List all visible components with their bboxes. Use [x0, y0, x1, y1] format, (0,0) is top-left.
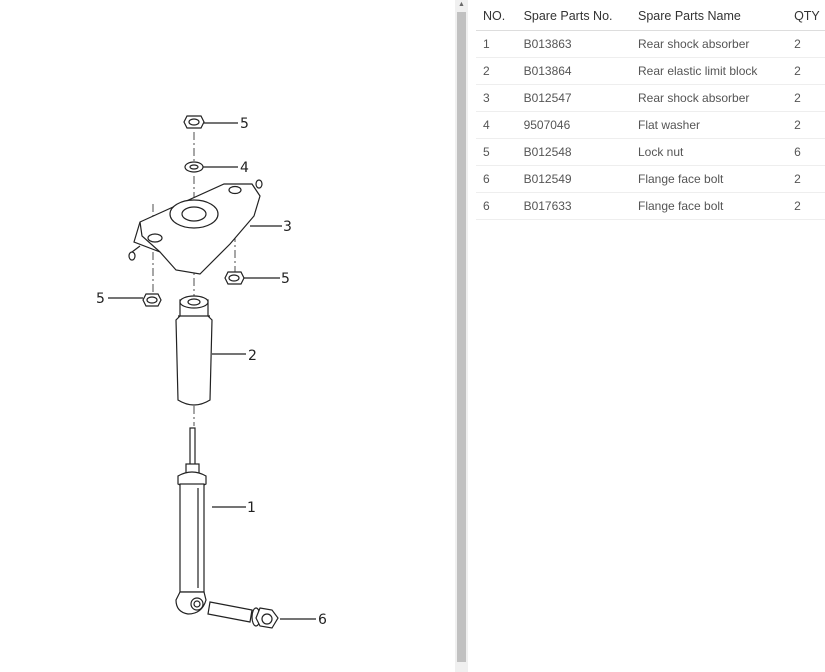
- cell-no: 4: [476, 111, 517, 139]
- table-row[interactable]: 4 9507046 Flat washer 2: [476, 111, 825, 139]
- lock-nut-top-part: [183, 115, 238, 129]
- cell-no: 2: [476, 57, 517, 85]
- cell-part-no: B013864: [516, 57, 631, 85]
- table-row[interactable]: 1 B013863 Rear shock absorber 2: [476, 30, 825, 58]
- cell-part-no: 9507046: [516, 111, 631, 139]
- table-header-row: NO. Spare Parts No. Spare Parts Name QTY: [476, 2, 825, 31]
- elastic-limit-block-part: [175, 295, 246, 406]
- callout-1: 1: [247, 500, 256, 516]
- cell-qty: 2: [787, 192, 825, 220]
- table-row[interactable]: 2 B013864 Rear elastic limit block 2: [476, 57, 825, 85]
- callout-6: 6: [318, 612, 327, 628]
- cell-part-name: Lock nut: [631, 138, 788, 166]
- cell-part-name: Flange face bolt: [631, 165, 788, 193]
- callout-4: 4: [240, 160, 249, 176]
- cell-part-name: Rear shock absorber: [631, 84, 788, 112]
- cell-qty: 2: [787, 57, 825, 85]
- cell-part-no: B017633: [516, 192, 631, 220]
- cell-part-no: B012547: [516, 84, 631, 112]
- parts-table: NO. Spare Parts No. Spare Parts Name QTY…: [476, 2, 825, 220]
- cell-qty: 2: [787, 111, 825, 139]
- header-qty: QTY: [787, 2, 825, 31]
- cell-part-no: B012549: [516, 165, 631, 193]
- cell-no: 3: [476, 84, 517, 112]
- header-no: NO.: [476, 2, 517, 31]
- vertical-scrollbar[interactable]: ▲: [455, 0, 468, 672]
- callout-5-left: 5: [96, 291, 105, 307]
- cell-qty: 6: [787, 138, 825, 166]
- cell-qty: 2: [787, 165, 825, 193]
- cell-qty: 2: [787, 84, 825, 112]
- shock-absorber-part: [175, 427, 246, 615]
- header-spare-parts-name: Spare Parts Name: [631, 2, 788, 31]
- scroll-up-arrow-icon[interactable]: ▲: [458, 1, 465, 8]
- cell-part-no: B013863: [516, 30, 631, 58]
- exploded-parts-diagram: 5 4 3 5 5 2 1 6: [96, 115, 327, 629]
- cell-no: 6: [476, 165, 517, 193]
- parts-diagram-pane: 5 4 3 5 5 2 1 6: [96, 115, 327, 629]
- flat-washer-part: [184, 161, 238, 173]
- upper-mount-bracket-part: [128, 179, 282, 275]
- table-row[interactable]: 6 B012549 Flange face bolt 2: [476, 165, 825, 193]
- lock-nut-left-part: [108, 293, 162, 307]
- cell-no: 6: [476, 192, 517, 220]
- cell-part-name: Flat washer: [631, 111, 788, 139]
- callout-3: 3: [283, 219, 292, 235]
- callout-5-right: 5: [281, 271, 290, 287]
- header-spare-parts-no: Spare Parts No.: [516, 2, 631, 31]
- cell-part-name: Flange face bolt: [631, 192, 788, 220]
- table-row[interactable]: 3 B012547 Rear shock absorber 2: [476, 84, 825, 112]
- cell-no: 1: [476, 30, 517, 58]
- table-row[interactable]: 5 B012548 Lock nut 6: [476, 138, 825, 166]
- parts-table-pane: NO. Spare Parts No. Spare Parts Name QTY…: [468, 0, 825, 672]
- cell-qty: 2: [787, 30, 825, 58]
- callout-2: 2: [248, 348, 257, 364]
- cell-no: 5: [476, 138, 517, 166]
- table-row[interactable]: 6 B017633 Flange face bolt 2: [476, 192, 825, 220]
- lock-nut-right-part: [224, 271, 280, 285]
- cell-part-name: Rear elastic limit block: [631, 57, 788, 85]
- flange-face-bolt-part: [207, 601, 316, 629]
- cell-part-no: B012548: [516, 138, 631, 166]
- scroll-thumb[interactable]: [457, 12, 466, 662]
- cell-part-name: Rear shock absorber: [631, 30, 788, 58]
- callout-5-top: 5: [240, 116, 249, 132]
